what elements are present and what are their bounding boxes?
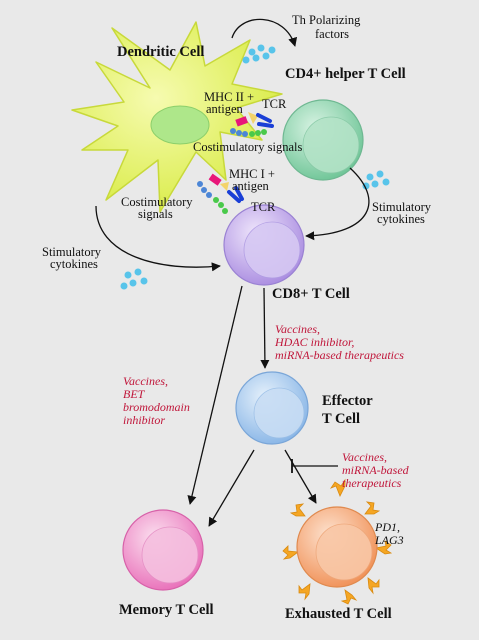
mhc2-label-2: antigen xyxy=(206,102,244,116)
receptor-icon xyxy=(340,589,358,605)
mhc1-molecule-icon xyxy=(208,173,222,186)
mhc2-molecule-icon xyxy=(235,116,249,127)
costim-dot xyxy=(222,208,228,214)
tcr-top-label: TCR xyxy=(262,97,287,111)
dc-to-cd8-cytokine-arrow xyxy=(95,205,221,272)
costim-left-label-1: Costimulatory xyxy=(121,195,193,209)
intervention-cd8-memory-3: bromodomain xyxy=(123,400,190,414)
cytokine-dot xyxy=(371,180,379,188)
intervention-cd8-memory-1: Vaccines, xyxy=(123,374,168,388)
stim-right-label-1: Stimulatory xyxy=(372,200,432,214)
stim-right-label-2: cytokines xyxy=(377,212,425,226)
mhc2-tcr-complex xyxy=(230,112,274,137)
pd1-label: PD1, xyxy=(374,520,400,534)
stim-left-label-1: Stimulatory xyxy=(42,245,102,259)
costim-dot xyxy=(230,128,236,134)
cd4-cell-label: CD4+ helper T Cell xyxy=(285,66,406,82)
costim-dot xyxy=(261,129,267,135)
cytokine-dot xyxy=(366,173,374,181)
effector-to-exhausted-arrow xyxy=(284,449,317,504)
receptor-icon xyxy=(367,577,380,595)
intervention-cd8-memory-4: inhibitor xyxy=(123,413,165,427)
costim-top-label: Costimulatory signals xyxy=(193,140,303,154)
intervention-effector-block-2: miRNA-based xyxy=(342,463,410,477)
cytokine-dot xyxy=(140,277,148,285)
memory-cell-nucleus xyxy=(141,526,199,584)
effector-cell-label-2: T Cell xyxy=(322,411,360,427)
th-polarizing-arrow xyxy=(231,18,298,47)
receptor-icon xyxy=(364,501,381,515)
tcr-top-icon xyxy=(256,113,274,128)
costim-dot xyxy=(206,192,212,198)
receptor-icon xyxy=(282,545,300,560)
cytokine-dot xyxy=(120,282,128,290)
exhausted-receptors xyxy=(282,478,393,605)
dendritic-cell-nucleus xyxy=(150,105,210,145)
costim-dot xyxy=(236,130,242,136)
receptor-icon xyxy=(289,503,306,517)
receptor-icon xyxy=(329,478,346,497)
effector-to-memory-arrow xyxy=(208,449,255,527)
mhc1-label-2: antigen xyxy=(232,179,270,193)
mhc1-tcr-complex xyxy=(197,173,244,214)
cytokine-dot xyxy=(242,56,250,64)
costim-dot xyxy=(218,202,224,208)
th-polarizing-label-1: Th Polarizing xyxy=(292,13,361,27)
exhausted-cell-nucleus xyxy=(315,523,373,581)
intervention-cd8-effector-3: miRNA-based therapeutics xyxy=(275,348,404,362)
exhausted-cell-label: Exhausted T Cell xyxy=(285,606,392,622)
cd8-cell-nucleus xyxy=(243,221,301,279)
costim-dot xyxy=(249,131,255,137)
cytokine-dot xyxy=(124,271,132,279)
mhc1-label-1: MHC I + xyxy=(229,167,275,181)
cytokine-dot xyxy=(248,48,256,56)
effector-cell-label-1: Effector xyxy=(322,393,373,409)
cd8-to-effector-arrow xyxy=(260,287,270,369)
costim-dot xyxy=(242,131,248,137)
cytokine-dot xyxy=(252,54,260,62)
memory-cell-label: Memory T Cell xyxy=(119,602,214,618)
mhc2-label-1: MHC II + xyxy=(204,90,254,104)
receptor-icon xyxy=(374,540,393,555)
receptor-icon xyxy=(298,583,311,601)
intervention-effector-block-1: Vaccines, xyxy=(342,450,387,464)
cytokine-cluster-top xyxy=(242,44,276,64)
lag3-label: LAG3 xyxy=(374,533,404,547)
tcr-bottom-icon xyxy=(227,186,244,203)
dendritic-cell-label: Dendritic Cell xyxy=(117,44,204,60)
stim-left-label-2: cytokines xyxy=(50,257,98,271)
cd4-cell-nucleus xyxy=(302,116,360,174)
costim-dot xyxy=(197,181,203,187)
costim-dot xyxy=(201,187,207,193)
antigen-icon xyxy=(248,112,258,124)
cytokine-dot xyxy=(268,46,276,54)
th-polarizing-label-2: factors xyxy=(315,27,349,41)
effector-cell-nucleus xyxy=(253,387,305,439)
cd4-to-cd8-cytokine-arrow xyxy=(305,167,370,241)
cytokine-dot xyxy=(134,268,142,276)
tcr-bottom-label: TCR xyxy=(251,200,276,214)
cytokine-dot xyxy=(129,279,137,287)
antigen-icon xyxy=(220,182,229,191)
intervention-cd8-effector-2: HDAC inhibitor, xyxy=(274,335,354,349)
cytokine-dot xyxy=(376,170,384,178)
cytokine-dot xyxy=(382,178,390,186)
cytokine-cluster-right xyxy=(362,170,390,190)
cytokine-dot xyxy=(262,52,270,60)
cd8-to-memory-arrow xyxy=(187,285,243,505)
cytokine-dot xyxy=(257,44,265,52)
cytokine-cluster-left xyxy=(120,268,148,290)
intervention-cd8-effector-1: Vaccines, xyxy=(275,322,320,336)
cd8-cell-label: CD8+ T Cell xyxy=(272,286,350,302)
costim-dot xyxy=(255,130,261,136)
intervention-cd8-memory-2: BET xyxy=(123,387,146,401)
intervention-effector-block-3: therapeutics xyxy=(342,476,402,490)
costim-left-label-2: signals xyxy=(138,207,173,221)
costim-dot xyxy=(213,197,219,203)
